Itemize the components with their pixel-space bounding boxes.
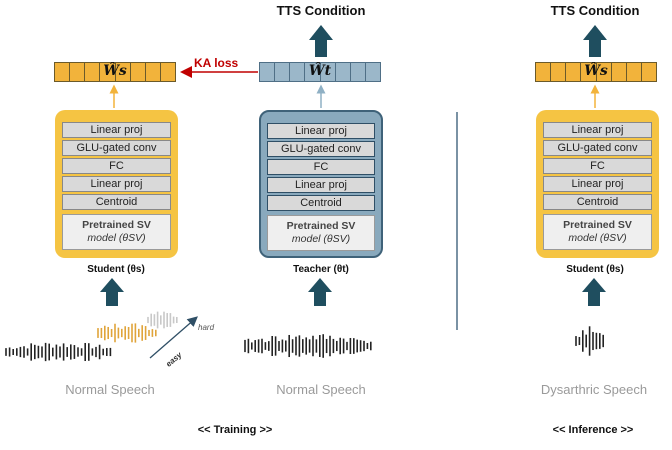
tts-condition-inference: TTS Condition (550, 3, 640, 18)
sv-model-line2: model (θSV) (291, 233, 351, 245)
layer-linear-proj-top: Linear proj (62, 122, 171, 138)
layer-fc: FC (62, 158, 171, 174)
sv-model-line2: model (θSV) (568, 232, 627, 244)
layer-centroid: Centroid (267, 195, 375, 211)
student-embedding: Ŵs (54, 62, 176, 82)
dysarthric-speech-label: Dysarthric Speech (540, 382, 648, 397)
layer-fc: FC (543, 158, 652, 174)
layer-glu-gated-conv: GLU-gated conv (543, 140, 652, 156)
waveform-dysarthric (575, 326, 605, 356)
sv-model-line1: Pretrained SV (286, 220, 356, 232)
pretrained-sv-model: Pretrained SV model (θSV) (62, 214, 171, 250)
pretrained-sv-model: Pretrained SV model (θSV) (267, 215, 375, 251)
sv-model-line2: model (θSV) (87, 232, 146, 244)
inference-embedding-label: Ŵs (584, 63, 608, 79)
layer-centroid: Centroid (543, 194, 652, 210)
teacher-embedding-label: Ŵt (308, 63, 332, 79)
input-arrow-teacher (308, 278, 332, 306)
inference-embedding: Ŵs (535, 62, 657, 82)
student-caption: Student (θs) (87, 264, 145, 275)
student-speech-label: Normal Speech (65, 382, 155, 397)
layer-glu-gated-conv: GLU-gated conv (267, 141, 375, 157)
layer-linear-proj-top: Linear proj (267, 123, 375, 139)
teacher-speech-label: Normal Speech (276, 382, 366, 397)
hard-label: hard (198, 323, 215, 332)
sv-model-line1: Pretrained SV (82, 219, 151, 231)
layer-linear-proj-top: Linear proj (543, 122, 652, 138)
student-embedding-label: Ŵs (103, 63, 127, 79)
waveform-student (5, 311, 178, 362)
ka-loss-label: KA loss (194, 56, 239, 70)
tts-condition-training: TTS Condition (276, 3, 366, 18)
waveform-teacher (244, 334, 372, 358)
teacher-model-panel: Linear proj GLU-gated conv FC Linear pro… (259, 110, 383, 258)
teacher-embedding: Ŵt (259, 62, 381, 82)
sv-model-line1: Pretrained SV (563, 219, 632, 231)
input-arrow-student (100, 278, 124, 306)
training-section-label: << Training >> (197, 424, 273, 436)
difficulty-arrow (149, 316, 198, 359)
student-model-panel: Linear proj GLU-gated conv FC Linear pro… (55, 110, 178, 258)
layer-fc: FC (267, 159, 375, 175)
teacher-caption: Teacher (θt) (293, 264, 349, 275)
inference-student-caption: Student (θs) (566, 264, 624, 275)
layer-linear-proj-bottom: Linear proj (543, 176, 652, 192)
pretrained-sv-model: Pretrained SV model (θSV) (543, 214, 652, 250)
tts-arrow-inference (583, 25, 607, 57)
layer-linear-proj-bottom: Linear proj (62, 176, 171, 192)
layer-centroid: Centroid (62, 194, 171, 210)
inference-section-label: << Inference >> (552, 424, 634, 436)
inference-model-panel: Linear proj GLU-gated conv FC Linear pro… (536, 110, 659, 258)
layer-linear-proj-bottom: Linear proj (267, 177, 375, 193)
tts-arrow-training (309, 25, 333, 57)
layer-glu-gated-conv: GLU-gated conv (62, 140, 171, 156)
input-arrow-inference (582, 278, 606, 306)
